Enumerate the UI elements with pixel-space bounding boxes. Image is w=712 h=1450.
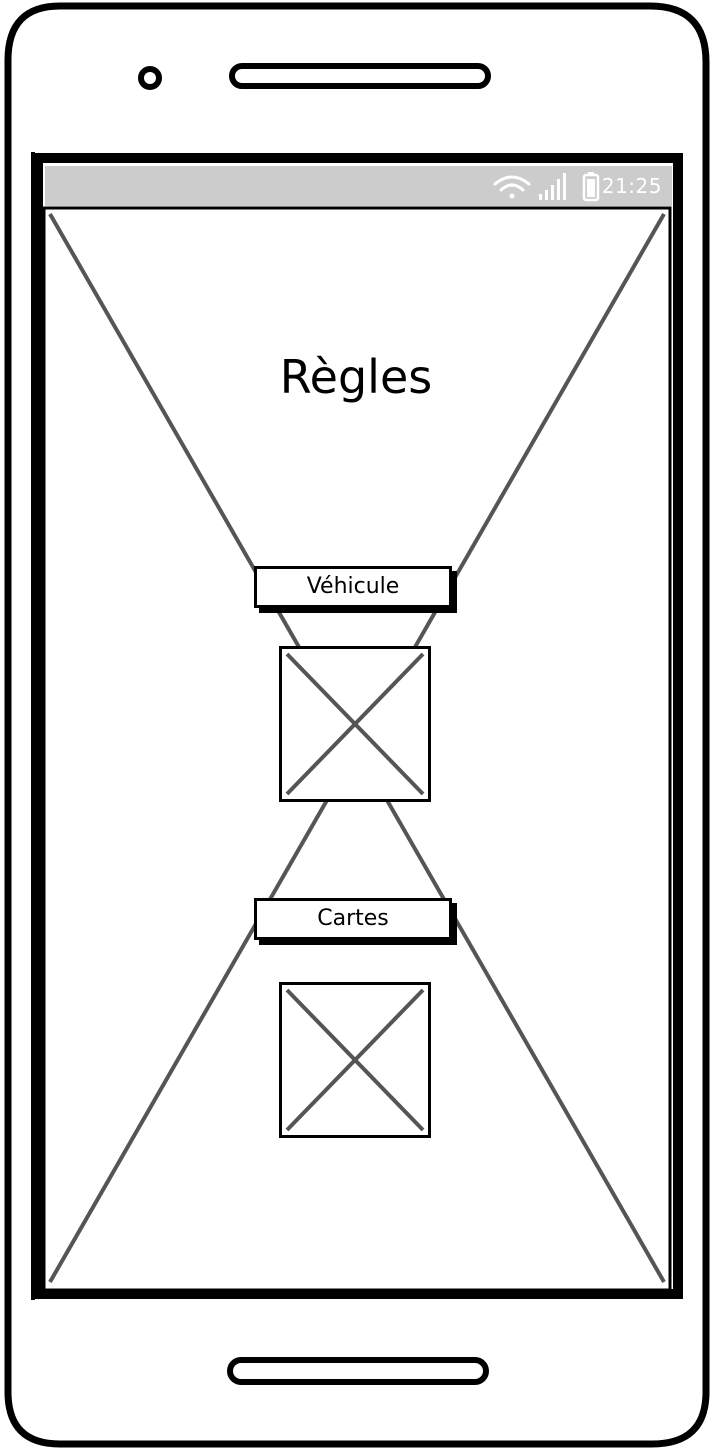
front-camera-icon [138, 66, 162, 90]
cartes-button[interactable]: Cartes [254, 898, 452, 940]
signal-icon [539, 173, 566, 200]
cartes-image-placeholder [279, 982, 431, 1138]
status-icons [493, 172, 600, 202]
status-time: 21:25 [601, 174, 662, 198]
earpiece-speaker [229, 63, 491, 89]
page-title: Règles [279, 350, 433, 404]
bottom-speaker [227, 1357, 489, 1385]
vehicule-button[interactable]: Véhicule [254, 566, 452, 608]
vehicule-image-placeholder [279, 646, 431, 802]
status-bar: 21:25 [45, 166, 672, 206]
battery-icon [582, 172, 600, 202]
wifi-icon [493, 175, 531, 199]
